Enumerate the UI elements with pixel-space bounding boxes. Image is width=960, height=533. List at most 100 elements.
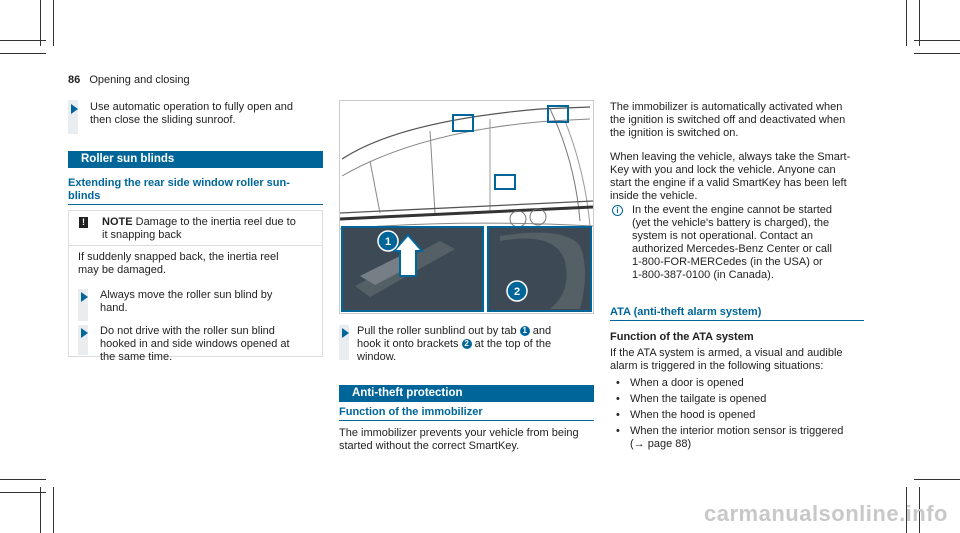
bullet-list: •When a door is opened •When the tailgat… <box>616 377 843 451</box>
text-line: started without the correct SmartKey. <box>339 440 520 452</box>
page-header: 86 Opening and closing <box>68 74 190 86</box>
text-line: Key with you and lock the vehicle. Anyon… <box>610 164 836 176</box>
bullet-icon: • <box>616 377 620 389</box>
text-line: Do not drive with the roller sun blind <box>100 325 275 337</box>
note-heading: NOTE Damage to the inertia reel due to i… <box>102 216 296 242</box>
step-arrow-icon <box>71 104 78 114</box>
text-line: (yet the vehicle's battery is charged), … <box>632 217 830 229</box>
list-item: • When the hood is opened <box>616 409 843 425</box>
text-line: authorized Mercedes-Benz Center or call <box>632 243 832 255</box>
text-line: it snapping back <box>102 229 182 241</box>
list-item: •When the tailgate is opened <box>616 393 843 409</box>
step-bar <box>68 100 78 134</box>
step-arrow-icon <box>81 328 88 338</box>
text-line: system is not operational. Contact an <box>632 230 813 242</box>
badge-1: 1 <box>519 326 530 337</box>
crop-mark <box>0 479 46 480</box>
page-number: 86 <box>68 74 81 86</box>
text-run: Pull the roller sunblind out by tab <box>357 325 517 337</box>
section-bar-title: Roller sun blinds <box>81 153 175 165</box>
roller-blind-illustration: 1 2 <box>340 101 593 313</box>
text-line: In the event the engine cannot be starte… <box>632 204 832 216</box>
text-line: window. <box>357 351 397 363</box>
step-bar <box>339 325 349 360</box>
text-line: inside the vehicle. <box>610 190 698 202</box>
text-line: the ignition is switched off and deactiv… <box>610 114 846 126</box>
function-heading: Function of the ATA system <box>610 331 754 343</box>
text-line: start the engine if a valid SmartKey has… <box>610 177 847 189</box>
text-line: Always move the roller sun blind by <box>100 289 273 301</box>
step-arrow-icon <box>342 328 349 338</box>
info-text: In the event the engine cannot be starte… <box>632 204 832 282</box>
text-line: blinds <box>68 190 101 202</box>
crop-mark <box>0 40 46 41</box>
crop-mark <box>0 53 46 54</box>
text-run: and <box>532 325 552 337</box>
text-line: The immobilizer is automatically activat… <box>610 101 843 113</box>
immobilizer-body: The immobilizer prevents your vehicle fr… <box>339 427 579 453</box>
text-line: Extending the rear side window roller su… <box>68 177 290 189</box>
figure-callout-1: 1 <box>385 236 391 248</box>
step-text: Do not drive with the roller sun blind h… <box>100 325 290 364</box>
bullet-icon: • <box>616 425 620 437</box>
step-arrow-icon <box>81 292 88 302</box>
note-body: If suddenly snapped back, the inertia re… <box>78 251 279 277</box>
text-run: at the top of the <box>474 338 552 350</box>
step-text: Pull the roller sunblind out by tab 1 an… <box>357 325 551 364</box>
bullet-icon: • <box>616 409 620 421</box>
text-line: hand. <box>100 302 128 314</box>
text-line: Use automatic operation to fully open an… <box>90 101 294 113</box>
watermark: carmanualsonline.info <box>704 501 948 526</box>
subheading: Extending the rear side window roller su… <box>68 177 290 203</box>
note-divider <box>69 245 322 246</box>
section-bar-title: Anti-theft protection <box>352 387 463 399</box>
list-item-text: When the hood is opened <box>630 409 756 421</box>
text-line: The immobilizer prevents your vehicle fr… <box>339 427 579 439</box>
step-text: Always move the roller sun blind by hand… <box>100 289 272 315</box>
text-line: the ignition is switched on. <box>610 127 739 139</box>
subheading-rule <box>68 204 323 205</box>
note-box: ! NOTE Damage to the inertia reel due to… <box>68 210 323 363</box>
figure-callout-2: 2 <box>514 286 520 298</box>
page-reference-link[interactable]: (→ page 88) <box>630 438 692 450</box>
text-line: the same time. <box>100 351 173 363</box>
info-icon: i <box>612 205 623 216</box>
crop-mark <box>906 0 907 46</box>
section-bar-roller-sun-blinds: Roller sun blinds <box>68 151 323 168</box>
crop-mark <box>0 492 46 493</box>
crop-mark <box>919 487 920 533</box>
list-item-text: When the interior motion sensor is trigg… <box>630 425 844 437</box>
crop-mark <box>906 487 907 533</box>
function-body: If the ATA system is armed, a visual and… <box>610 347 843 373</box>
section-title: Opening and closing <box>89 74 190 86</box>
crop-mark <box>40 487 41 533</box>
text-line: If the ATA system is armed, a visual and… <box>610 347 843 359</box>
paragraph: The immobilizer is automatically activat… <box>610 101 845 140</box>
warning-icon: ! <box>79 217 88 228</box>
step-text: Use automatic operation to fully open an… <box>90 101 293 127</box>
section-bar-anti-theft: Anti-theft protection <box>339 385 594 402</box>
crop-mark <box>914 53 960 54</box>
list-item: • When the interior motion sensor is trig… <box>616 425 843 438</box>
text-line: alarm is triggered in the following situ… <box>610 360 824 372</box>
crop-mark <box>40 0 41 46</box>
text-line: 1-800-FOR-MERCedes (in the USA) or <box>632 256 823 268</box>
text-line: 1-800-387-0100 (in Canada). <box>632 269 774 281</box>
list-item: •When a door is opened <box>616 377 843 393</box>
crop-mark <box>919 0 920 46</box>
subheading-ata: ATA (anti-theft alarm system) <box>610 306 762 318</box>
text-run: hook it onto brackets <box>357 338 459 350</box>
step-bar <box>78 289 88 321</box>
subheading-rule <box>339 420 594 421</box>
list-item-text: When the tailgate is opened <box>630 393 767 405</box>
paragraph: When leaving the vehicle, always take th… <box>610 151 850 203</box>
illustration-frame: 1 2 <box>339 100 594 314</box>
crop-mark <box>914 479 960 480</box>
crop-mark <box>53 0 54 46</box>
subheading-rule <box>610 320 864 321</box>
badge-2: 2 <box>461 339 472 350</box>
text-line: then close the sliding sunroof. <box>90 114 236 126</box>
text-line: When leaving the vehicle, always take th… <box>610 151 851 163</box>
crop-mark <box>53 487 54 533</box>
text-line: If suddenly snapped back, the inertia re… <box>78 251 279 263</box>
